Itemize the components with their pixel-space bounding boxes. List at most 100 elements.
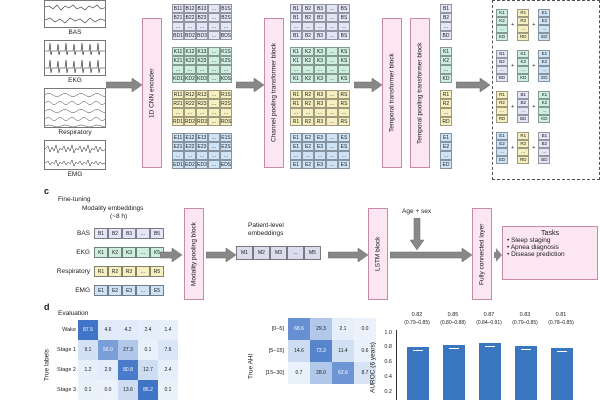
signal-label-respiratory: Respiratory: [58, 129, 92, 136]
token-cell: ES: [338, 142, 350, 151]
token-cell: R21: [172, 99, 184, 108]
heatmap-cell: 4.2: [118, 320, 138, 340]
token-cell: R2: [440, 99, 452, 108]
token-cell: R2: [302, 90, 314, 99]
token-cell: RD1: [172, 117, 184, 126]
token-cell: B2: [302, 13, 314, 22]
token-cell: RS: [338, 117, 350, 126]
modality-token: B5: [150, 228, 164, 239]
token-cell: R2: [302, 117, 314, 126]
panel-d-title: Evaluation: [58, 310, 89, 317]
token-cell: ...: [208, 133, 220, 142]
token-cell: ...: [184, 22, 196, 31]
token-cell: K21: [172, 56, 184, 65]
token-cell: R3: [314, 99, 326, 108]
token-cell: ...: [326, 56, 338, 65]
token-cell: R1S: [220, 90, 232, 99]
token-cell: ...: [517, 147, 530, 156]
token-cell: E1: [440, 133, 452, 142]
plus-operator: +: [532, 144, 536, 151]
token-cell: K11: [172, 47, 184, 56]
token-cell: ED2: [184, 160, 196, 169]
token-cell: K2: [302, 56, 314, 65]
token-cell: BS: [338, 13, 350, 22]
token-cell: R3: [314, 117, 326, 126]
token-cell: ...: [196, 22, 208, 31]
task-item: • Sleep staging: [507, 237, 551, 244]
auroc-bar: [443, 344, 465, 400]
token-cell: K2: [302, 47, 314, 56]
heatmap-cell: 7.6: [158, 340, 178, 360]
plus-operator: +: [511, 21, 515, 28]
auroc-ci-label: (0.78–0.85): [548, 320, 574, 326]
modality-embeddings-title: Modality embeddings: [82, 205, 144, 212]
token-cell: ...: [290, 108, 302, 117]
token-cell: ...: [184, 108, 196, 117]
token-cell: ...: [220, 22, 232, 31]
bas-signal-trace: [44, 0, 106, 28]
tasks-box: Tasks • Sleep staging • Apnea diagnosis …: [502, 226, 598, 280]
token-cell: ES: [338, 133, 350, 142]
token-cell: ...: [184, 65, 196, 74]
heatmap-cell: 56.0: [98, 340, 118, 360]
heatmap-cell: 80.8: [118, 360, 138, 380]
signal-label-ekg: EKG: [68, 77, 82, 84]
heatmap-cell: 86.2: [138, 380, 158, 400]
modality-token: R1: [94, 266, 108, 277]
modality-token: ...: [136, 266, 150, 277]
token-cell: K2: [517, 57, 530, 66]
token-cell: ...: [302, 151, 314, 160]
token-cell: ...: [208, 117, 220, 126]
token-cell: ...: [538, 65, 551, 74]
token-cell: ...: [184, 151, 196, 160]
cnn-encoder-block: 1D CNN encoder: [142, 18, 162, 168]
tasks-title: Tasks: [541, 230, 559, 237]
token-cell: R23: [196, 99, 208, 108]
auroc-bar: [407, 346, 429, 400]
arrow-signals-to-cnn: [106, 78, 142, 92]
token-cell: R12: [184, 90, 196, 99]
token-cell: R11: [172, 90, 184, 99]
token-cell: B2: [302, 31, 314, 40]
token-cell: ...: [338, 108, 350, 117]
token-cell: B3: [314, 31, 326, 40]
temporal-pooling-block: Temporal pooling transformer block: [410, 18, 430, 168]
auroc-value-label: 0.82: [411, 312, 423, 318]
token-cell: ...: [290, 22, 302, 31]
heatmap-row-label: Stage 2: [57, 367, 76, 373]
y-tick-label: 1.0: [384, 329, 392, 336]
token-cell: RD: [517, 32, 530, 41]
heatmap-cell: 12.7: [138, 360, 158, 380]
plus-operator: +: [532, 103, 536, 110]
ekg-signal-trace: [44, 40, 106, 76]
plus-operator: +: [511, 103, 515, 110]
token-cell: ...: [326, 4, 338, 13]
modality-row-label: EKG: [76, 249, 90, 256]
auroc-bar: [551, 347, 573, 400]
token-cell: ED1: [172, 160, 184, 169]
heatmap-cell: 2.4: [138, 320, 158, 340]
heatmap-cell: 1.4: [158, 320, 178, 340]
heatmap-cell: 4.6: [98, 320, 118, 340]
token-cell: B21: [172, 13, 184, 22]
token-cell: B2: [517, 98, 530, 107]
heatmap-cell: 9.1: [78, 340, 98, 360]
token-cell: ...: [290, 151, 302, 160]
token-cell: B1: [290, 4, 302, 13]
heatmap-cell: 8.7: [354, 362, 376, 384]
plus-operator: +: [532, 62, 536, 69]
auroc-ci-label: (0.80–0.88): [440, 320, 466, 326]
heatmap-row-label: [5–15]: [268, 348, 284, 354]
token-cell: R3: [314, 90, 326, 99]
heatmap-cell: 28.0: [310, 362, 332, 384]
token-cell: ...: [314, 65, 326, 74]
modality-row-label: EMG: [75, 287, 90, 294]
